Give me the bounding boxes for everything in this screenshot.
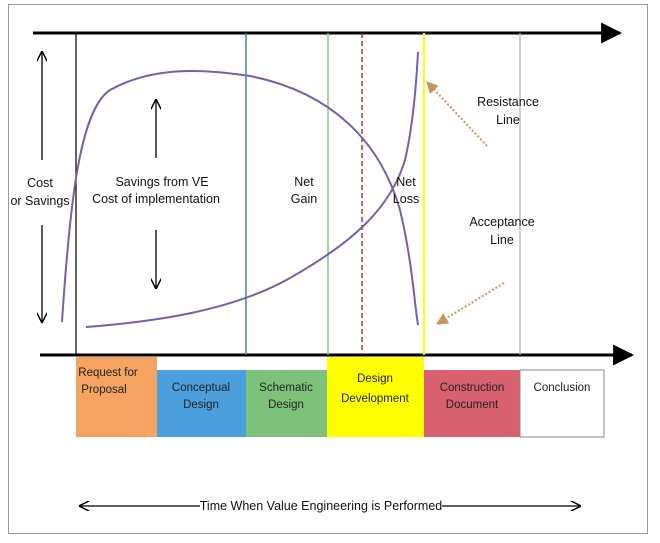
acceptance-label-line2: Line: [490, 233, 514, 247]
phase-schematic-line2: Design: [268, 399, 304, 411]
diagram-frame: [8, 4, 648, 534]
phase-box-construction: [424, 370, 520, 437]
timeline-label: Time When Value Engineering is Performed: [200, 499, 443, 513]
phase-box-schematic: [246, 370, 327, 437]
phase-box-request: [76, 357, 157, 437]
phase-conceptual-line1: Conceptual: [172, 382, 230, 394]
phase-construction-line1: Construction: [440, 382, 505, 394]
net-loss-label-line2: Loss: [393, 192, 419, 206]
savings-curve: [61, 69, 419, 326]
phase-request-line2: Proposal: [81, 384, 126, 396]
net-loss-label-line1: Net: [396, 175, 416, 189]
phase-conclusion-line1: Conclusion: [534, 382, 591, 394]
resistance-pointer-arrow: [426, 81, 488, 147]
resistance-label-line1: Resistance: [477, 95, 539, 109]
phase-development-line2: Development: [341, 393, 410, 405]
phase-box-conceptual: [157, 370, 246, 437]
acceptance-pointer-arrow: [435, 282, 505, 325]
phase-construction-line2: Document: [446, 399, 499, 411]
net-gain-label-line1: Net: [294, 175, 314, 189]
phase-development-line1: Design: [357, 373, 393, 385]
phase-box-conclusion: [519, 369, 605, 438]
y-axis-label-line2: or Savings: [10, 194, 69, 208]
phase-schematic-line1: Schematic: [259, 382, 313, 394]
cost-label: Cost of implementation: [92, 192, 220, 206]
phase-box-design-development: [327, 357, 424, 437]
phase-conceptual-line2: Design: [183, 399, 219, 411]
phase-request-line1: Request for: [78, 367, 138, 379]
resistance-label-line2: Line: [496, 113, 520, 127]
net-gain-label-line2: Gain: [291, 192, 317, 206]
acceptance-label-line1: Acceptance: [469, 215, 534, 229]
cost-curve: [85, 51, 419, 328]
savings-label: Savings from VE: [115, 175, 208, 189]
y-axis-label-line1: Cost: [27, 176, 53, 190]
